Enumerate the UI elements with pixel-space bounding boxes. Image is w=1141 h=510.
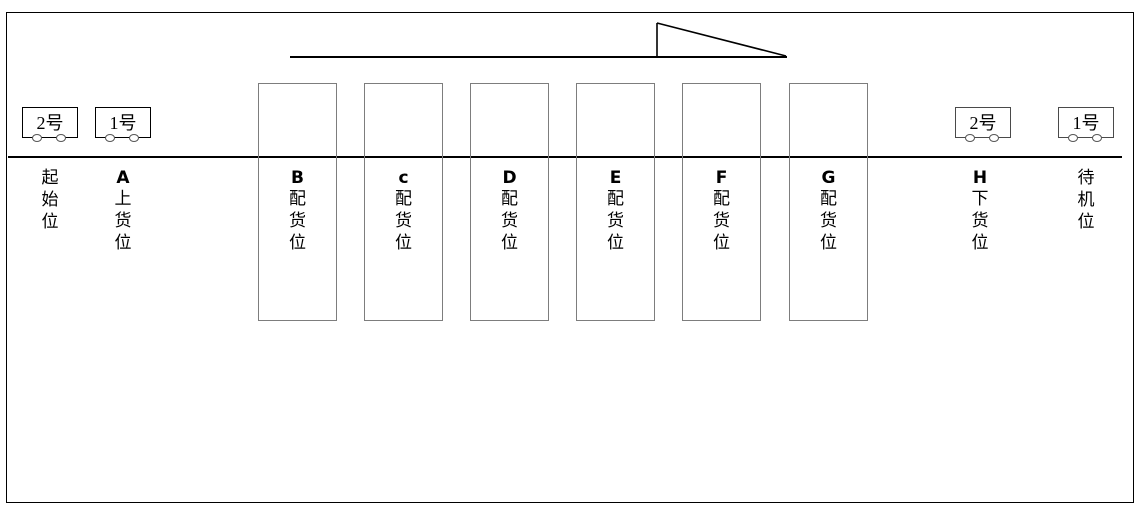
station-label-c: c 配 货 位 [364, 168, 443, 256]
station-char: 上 [114, 188, 132, 209]
station-label-E: E 配 货 位 [576, 168, 655, 256]
cart-body: 2号 [22, 107, 78, 138]
overhead-rail [290, 56, 787, 58]
station-char: 货 [289, 210, 306, 231]
main-track-line [8, 156, 1122, 158]
station-letter: B [291, 168, 304, 188]
storage-bay-F[interactable] [682, 83, 761, 321]
station-label-F: F 配 货 位 [682, 168, 761, 256]
station-char: 货 [395, 210, 412, 231]
station-char: 位 [501, 232, 518, 253]
cart-left-2[interactable]: 2号 [22, 107, 78, 142]
cart-label: 2号 [36, 112, 64, 133]
station-char: 货 [114, 210, 132, 231]
station-letter: E [609, 168, 622, 188]
station-char: 位 [114, 232, 132, 253]
page-border [6, 12, 1134, 503]
station-label-H: H 下 货 位 [950, 168, 1010, 256]
station-letter: A [116, 168, 130, 188]
station-char: 位 [1077, 211, 1095, 232]
station-char: 位 [820, 232, 837, 253]
station-char: 位 [607, 232, 624, 253]
station-label-A: A 上 货 位 [95, 168, 151, 256]
cart-wheel-icon [32, 134, 42, 142]
cart-body: 2号 [955, 107, 1011, 138]
station-letter: H [972, 168, 988, 188]
cart-left-1[interactable]: 1号 [95, 107, 151, 142]
station-char: 货 [607, 210, 624, 231]
storage-bay-D[interactable] [470, 83, 549, 321]
cart-right-1[interactable]: 1号 [1058, 107, 1114, 142]
station-label-G: G 配 货 位 [789, 168, 868, 256]
station-char: 始 [41, 189, 59, 210]
storage-bay-c[interactable] [364, 83, 443, 321]
storage-bay-E[interactable] [576, 83, 655, 321]
station-label-standby: 待 机 位 [1056, 168, 1116, 236]
station-char: 货 [971, 210, 989, 231]
station-char: 位 [41, 211, 59, 232]
storage-bay-G[interactable] [789, 83, 868, 321]
station-char: 起 [41, 168, 59, 188]
station-char: 配 [395, 188, 412, 209]
station-char: 货 [713, 210, 730, 231]
station-letter: G [821, 168, 836, 188]
station-label-D: D 配 货 位 [470, 168, 549, 256]
station-char: 配 [713, 188, 730, 209]
cart-wheel-icon [965, 134, 975, 142]
cart-wheel-icon [105, 134, 115, 142]
cart-right-2[interactable]: 2号 [955, 107, 1011, 142]
station-char: 位 [395, 232, 412, 253]
station-char: 待 [1077, 168, 1095, 188]
cart-wheel-icon [56, 134, 66, 142]
cart-wheel-icon [129, 134, 139, 142]
ramp-triangle-icon [656, 22, 787, 57]
station-char: 配 [501, 188, 518, 209]
station-char: 配 [820, 188, 837, 209]
station-char: 下 [971, 188, 989, 209]
cart-wheel-icon [1092, 134, 1102, 142]
cart-body: 1号 [95, 107, 151, 138]
station-char: 位 [289, 232, 306, 253]
station-char: 货 [820, 210, 837, 231]
station-char: 位 [713, 232, 730, 253]
storage-bay-B[interactable] [258, 83, 337, 321]
station-char: 机 [1077, 189, 1095, 210]
station-char: 配 [607, 188, 624, 209]
station-char: 货 [501, 210, 518, 231]
cart-body: 1号 [1058, 107, 1114, 138]
station-label-B: B 配 货 位 [258, 168, 337, 256]
station-letter: c [398, 168, 409, 188]
cart-label: 2号 [969, 112, 997, 133]
station-letter: F [715, 168, 728, 188]
cart-label: 1号 [109, 112, 137, 133]
cart-wheel-icon [989, 134, 999, 142]
station-char: 配 [289, 188, 306, 209]
station-letter: D [502, 168, 517, 188]
cart-wheel-icon [1068, 134, 1078, 142]
cart-label: 1号 [1072, 112, 1100, 133]
station-label-start: 起 始 位 [22, 168, 78, 236]
station-char: 位 [971, 232, 989, 253]
